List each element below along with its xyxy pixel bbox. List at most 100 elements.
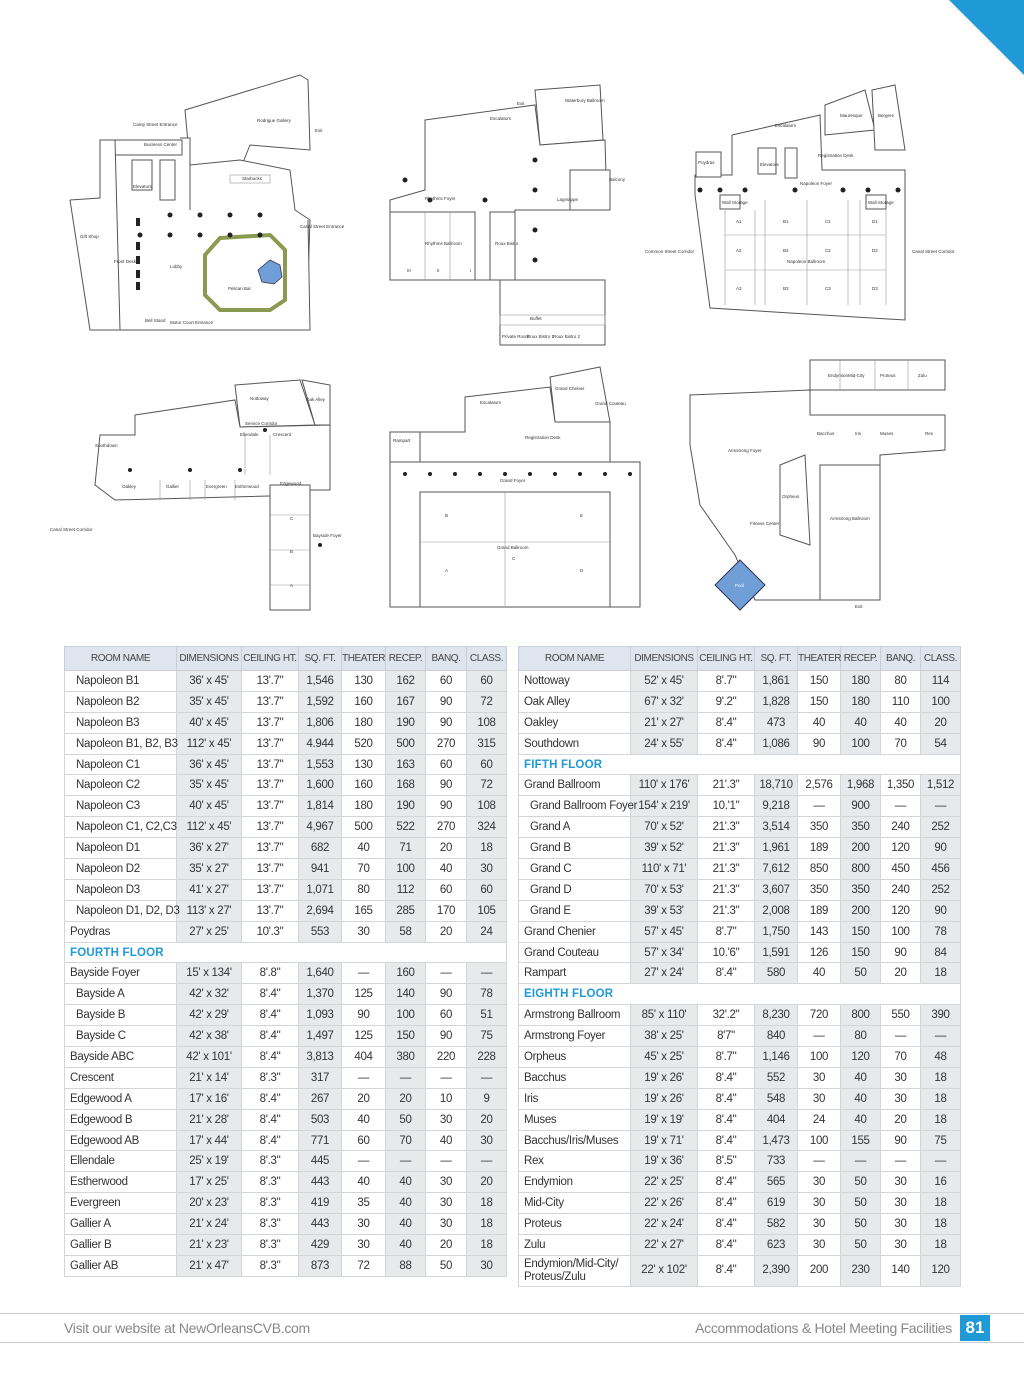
- cell-value: 126: [797, 941, 841, 964]
- plan-label: Roux Bistro: [495, 241, 519, 246]
- column-header: BANQ.: [880, 646, 921, 671]
- cell-value: 30: [880, 1087, 921, 1110]
- cell-value: 27' x 25': [176, 920, 242, 943]
- plan-label: B: [445, 513, 448, 518]
- cell-value: 3,607: [754, 878, 798, 901]
- cell-value: 70: [341, 858, 386, 880]
- plan-label: Motor Court Entrance: [170, 320, 214, 325]
- cell-value: 30: [880, 1234, 921, 1256]
- cell-value: 155: [840, 1129, 881, 1152]
- cell-value: 4.944: [298, 732, 342, 755]
- column-header: RECEP.: [840, 646, 881, 671]
- plan-label: D2: [872, 248, 878, 253]
- room-name: Edgewood A: [64, 1087, 177, 1110]
- cell-value: —: [880, 1025, 921, 1048]
- plan-label: Zulu: [918, 373, 927, 378]
- plan-label: B: [290, 549, 293, 554]
- cell-value: 18: [920, 1087, 961, 1110]
- cell-value: 619: [754, 1192, 798, 1215]
- plan-label: Balcony: [609, 177, 626, 182]
- cell-value: 941: [298, 858, 342, 880]
- room-name: Endymion/Mid-City/ Proteus/Zulu: [518, 1254, 631, 1287]
- cell-value: 30: [425, 1108, 467, 1131]
- cell-value: 1,512: [920, 774, 961, 797]
- cell-value: 267: [298, 1087, 342, 1110]
- cell-value: 165: [341, 899, 386, 922]
- floor-plan-second-floor: Waterbury Ballroom Escalators Exit Rhyth…: [385, 80, 645, 352]
- cell-value: 18: [920, 1108, 961, 1131]
- cell-value: 13'.7": [241, 795, 299, 818]
- cell-value: 150: [840, 941, 881, 964]
- cell-value: 110: [880, 690, 921, 713]
- cell-value: 8'.3": [241, 1171, 299, 1194]
- plan-label: Gallier: [166, 484, 180, 489]
- plan-label: A1: [736, 219, 742, 224]
- footer-website: Visit our website at NewOrleansCVB.com: [64, 1320, 310, 1336]
- cell-value: 57' x 45': [630, 920, 698, 943]
- cell-value: 350: [840, 816, 881, 839]
- cell-value: 40: [840, 1066, 881, 1089]
- cell-value: —: [385, 1150, 426, 1173]
- plan-label: Elevators: [133, 184, 153, 189]
- cell-value: 54: [920, 732, 961, 755]
- cell-value: 40: [797, 962, 841, 985]
- room-name: Muses: [518, 1108, 631, 1131]
- plan-label: Roux Bistro 1: [527, 334, 555, 339]
- room-name: Nottoway: [518, 670, 631, 692]
- floor-plan-napoleon: Mauresque Bergere Escalators Poydras Nap…: [640, 80, 970, 325]
- cell-value: 20: [466, 1108, 507, 1131]
- cell-value: 404: [341, 1046, 386, 1068]
- cell-value: 324: [466, 816, 507, 839]
- plan-label: Front Desk: [114, 259, 137, 264]
- cell-value: 112' x 45': [176, 732, 242, 755]
- cell-value: 30: [466, 858, 507, 880]
- cell-value: 21'.3": [697, 858, 755, 880]
- cell-value: 8'.7": [697, 1046, 755, 1068]
- cell-value: 41' x 27': [176, 878, 242, 901]
- cell-value: 500: [385, 732, 426, 755]
- cell-value: 4,967: [298, 816, 342, 839]
- plan-label: Oakley: [122, 484, 137, 489]
- room-name: Iris: [518, 1087, 631, 1110]
- plan-label: Private Room: [502, 334, 530, 339]
- cell-value: 21'.3": [697, 816, 755, 839]
- cell-value: 8'.7": [697, 670, 755, 692]
- plan-label: Registration Desk: [525, 435, 561, 440]
- plan-label: Southdown: [95, 443, 118, 448]
- cell-value: 1,497: [298, 1025, 342, 1048]
- page-number: 81: [960, 1315, 990, 1341]
- cell-value: 190: [385, 795, 426, 818]
- cell-value: 90: [341, 1004, 386, 1027]
- cell-value: —: [797, 1025, 841, 1048]
- cell-value: 13'.7": [241, 774, 299, 797]
- cell-value: 8'.4": [697, 1192, 755, 1215]
- cell-value: 36' x 45': [176, 670, 242, 692]
- cell-value: 72: [341, 1254, 386, 1277]
- cell-value: 1,553: [298, 753, 342, 776]
- room-name: Napoleon D1: [64, 837, 177, 860]
- cell-value: 30: [880, 1213, 921, 1236]
- cell-value: 8'.3": [241, 1254, 299, 1277]
- cell-value: 180: [341, 795, 386, 818]
- column-header: CEILING HT.: [241, 646, 299, 671]
- cell-value: 40: [341, 1108, 386, 1131]
- cell-value: 1,093: [298, 1004, 342, 1027]
- cell-value: 85' x 110': [630, 1004, 698, 1027]
- cell-value: 75: [466, 1025, 507, 1048]
- cell-value: —: [920, 795, 961, 818]
- cell-value: 162: [385, 670, 426, 692]
- room-name: Edgewood AB: [64, 1129, 177, 1152]
- cell-value: 40' x 45': [176, 711, 242, 734]
- room-name: Evergreen: [64, 1192, 177, 1215]
- cell-value: 40: [341, 837, 386, 860]
